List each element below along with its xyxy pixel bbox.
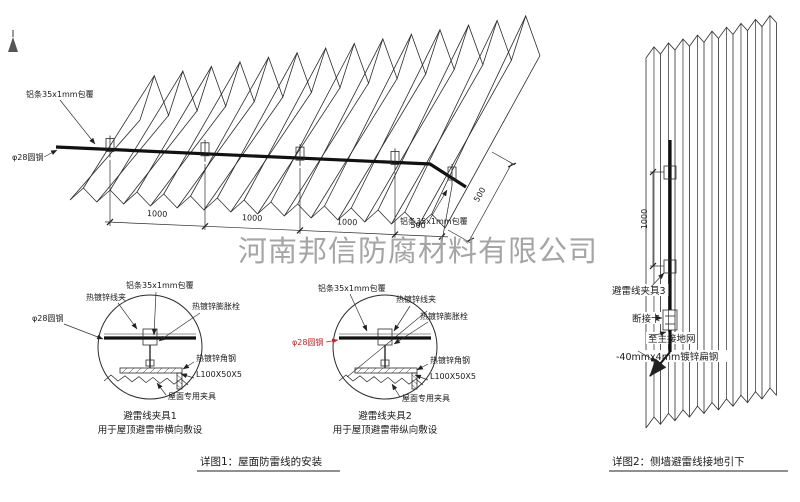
label-to-main-ground-grid: 至主接地网 <box>648 333 696 345</box>
label-round-steel: φ28圆钢 <box>12 152 43 162</box>
detail-1-subtitle: 用于屋顶避雷带横向敷设 <box>98 424 203 436</box>
roof-corrugation-lines <box>69 14 541 229</box>
side-label-backgrounds <box>608 284 730 362</box>
wire-clamp <box>295 144 305 167</box>
label-angle-steel: 热镀锌角钢 <box>430 355 470 365</box>
label-round-steel-red: φ28圆钢 <box>292 337 323 347</box>
detail-circle-1 <box>97 294 203 400</box>
dim-1000-b: 1000 <box>242 213 263 223</box>
label-galv-wire-clamp: 热镀锌线夹 <box>86 292 126 302</box>
down-lead-wire: 1000 <box>640 140 678 377</box>
label-wire-clamp-3: 避雷线夹具3 <box>612 285 666 297</box>
label-aluminum-strip-right: 铝条35x1mm包覆 <box>400 216 468 226</box>
label-angle-steel: 热镀锌角钢 <box>196 353 236 363</box>
corner-mark <box>8 30 18 52</box>
roof-labels: 铝条35x1mm包覆 φ28圆钢 铝条35x1mm包覆 <box>12 89 468 226</box>
dim-500: 500 <box>410 221 426 231</box>
label-expansion-bolt: 热镀锌膨胀栓 <box>420 311 468 321</box>
label-angle-size: L100X50X5 <box>196 370 242 379</box>
label-aluminum-strip: 铝条35x1mm包覆 <box>318 283 386 293</box>
wire-clamp <box>105 135 115 158</box>
caption-detail-1: 详图1：屋面防雷线的安装 <box>200 455 323 468</box>
dim-1000-a: 1000 <box>147 209 168 219</box>
wire-clamp <box>200 139 210 162</box>
label-galv-flat-steel: -40mmx4mm镀锌扁钢 <box>616 351 718 363</box>
lightning-wire <box>55 135 467 189</box>
caption-detail-2: 详图2：侧墙避雷线接地引下 <box>612 455 745 468</box>
label-aluminum-strip: 铝条35x1mm包覆 <box>126 280 194 290</box>
label-round-steel: φ28圆钢 <box>32 313 63 323</box>
label-disconnect-clamp: 断接卡 <box>632 313 661 325</box>
detail-2-subtitle: 用于屋顶避雷带纵向敷设 <box>333 424 438 436</box>
label-aluminum-strip-top: 铝条35x1mm包覆 <box>26 89 94 99</box>
detail-1-title: 避雷线夹具1 <box>123 410 177 422</box>
captions: 详图1：屋面防雷线的安装 详图2：侧墙避雷线接地引下 <box>197 455 788 472</box>
detail-1-labels: 热镀锌线夹 铝条35x1mm包覆 热镀锌膨胀栓 φ28圆钢 热镀锌角钢 L100… <box>32 280 242 436</box>
dim-wall-1000: 1000 <box>640 209 649 229</box>
label-expansion-bolt: 热镀锌膨胀栓 <box>192 301 240 311</box>
label-galv-wire-clamp: 热镀锌线夹 <box>396 294 436 304</box>
wire-clamp <box>447 164 457 186</box>
detail-circle-2 <box>332 294 438 400</box>
detail-2-title: 避雷线夹具2 <box>358 410 412 422</box>
label-roof-clamp: 屋面专用夹具 <box>168 391 216 401</box>
side-labels: 避雷线夹具3 断接卡 至主接地网 -40mmx4mm镀锌扁钢 <box>612 272 718 363</box>
label-roof-clamp: 屋面专用夹具 <box>402 393 450 403</box>
detail-2-labels: 铝条35x1mm包覆 热镀锌线夹 热镀锌膨胀栓 φ28圆钢 热镀锌角钢 L100… <box>292 283 476 436</box>
dim-side-500: 500 <box>472 186 487 204</box>
wall-corrugation-lines <box>645 14 777 429</box>
dim-1000-c: 1000 <box>337 217 358 227</box>
wire-clamp <box>390 148 400 171</box>
label-angle-size: L100X50X5 <box>430 372 476 381</box>
